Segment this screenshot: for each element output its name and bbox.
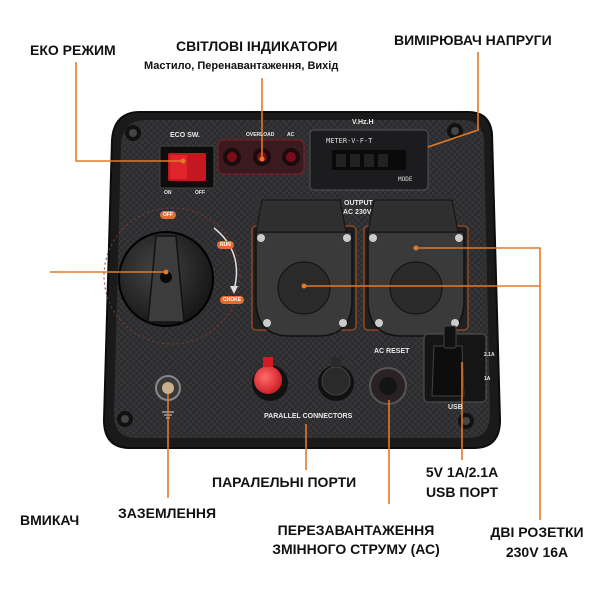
callout-switch: ВМИКАЧ [20,512,80,528]
dial-run-pill: RUN [217,241,234,249]
overload-label: OVERLOAD [246,132,275,138]
meter-label: METER-V-F-T [326,137,373,145]
callout-grounding: ЗАЗЕМЛЕННЯ [118,505,217,521]
vhzh-label: V.Hz.H [352,119,374,126]
usb-port[interactable] [423,325,487,403]
usb-2a-label: 2.1A [484,352,495,358]
socket-right[interactable] [363,199,469,337]
parallel-connector-red[interactable] [252,357,288,401]
callout-ac-reset-1: ПЕРЕЗАВАНТАЖЕННЯ [277,522,435,538]
eco-on-label: ON [164,190,172,196]
ac-label: AC [287,132,295,138]
usb-1a-label: 1A [484,376,491,382]
callout-sockets-2: 230V 16A [505,544,569,560]
dial-choke-pill: CHOKE [220,296,245,304]
usb-label: USB [448,404,463,411]
callout-ac-reset-2: ЗМІННОГО СТРУМУ (АС) [272,541,440,557]
screw-bottom-right [458,413,474,429]
eco-off-label: OFF [195,190,205,196]
eco-switch[interactable] [159,145,215,189]
ac-reset-button[interactable] [369,367,407,405]
leader-lines [50,52,541,520]
start-dial[interactable] [103,207,241,345]
parallel-connector-black[interactable] [318,357,354,401]
callout-lights-subtitle: Мастило, Перенавантаження, Вихід [144,60,339,72]
dial-off-pill: OFF [160,211,176,219]
grounding-terminal[interactable] [155,375,181,419]
output-label-2: AC 230V [343,209,372,216]
ac-reset-label: AC RESET [374,348,410,355]
callout-usb-2: USB ПОРТ [425,484,499,500]
callout-usb-1: 5V 1A/2.1A [425,464,499,480]
output-label-1: OUTPUT [344,200,373,207]
voltmeter[interactable] [309,129,429,191]
callout-lights-title: СВІТЛОВІ ІНДИКАТОРИ [176,38,338,54]
callout-parallel-ports: ПАРАЛЕЛЬНІ ПОРТИ [212,474,357,490]
socket-left[interactable] [251,199,357,337]
parallel-connectors-label: PARALLEL CONNECTORS [264,413,353,420]
eco-sw-label: ECO SW. [170,132,200,139]
callout-eco-mode: ЕКО РЕЖИМ [30,42,116,58]
screw-bottom-left [117,411,133,427]
callout-sockets-1: ДВІ РОЗЕТКИ [490,524,584,540]
screw-top-right [447,123,463,139]
callout-voltmeter: ВИМІРЮВАЧ НАПРУГИ [394,32,552,48]
mode-label: MODE [398,176,413,183]
screw-top-left [125,125,141,141]
